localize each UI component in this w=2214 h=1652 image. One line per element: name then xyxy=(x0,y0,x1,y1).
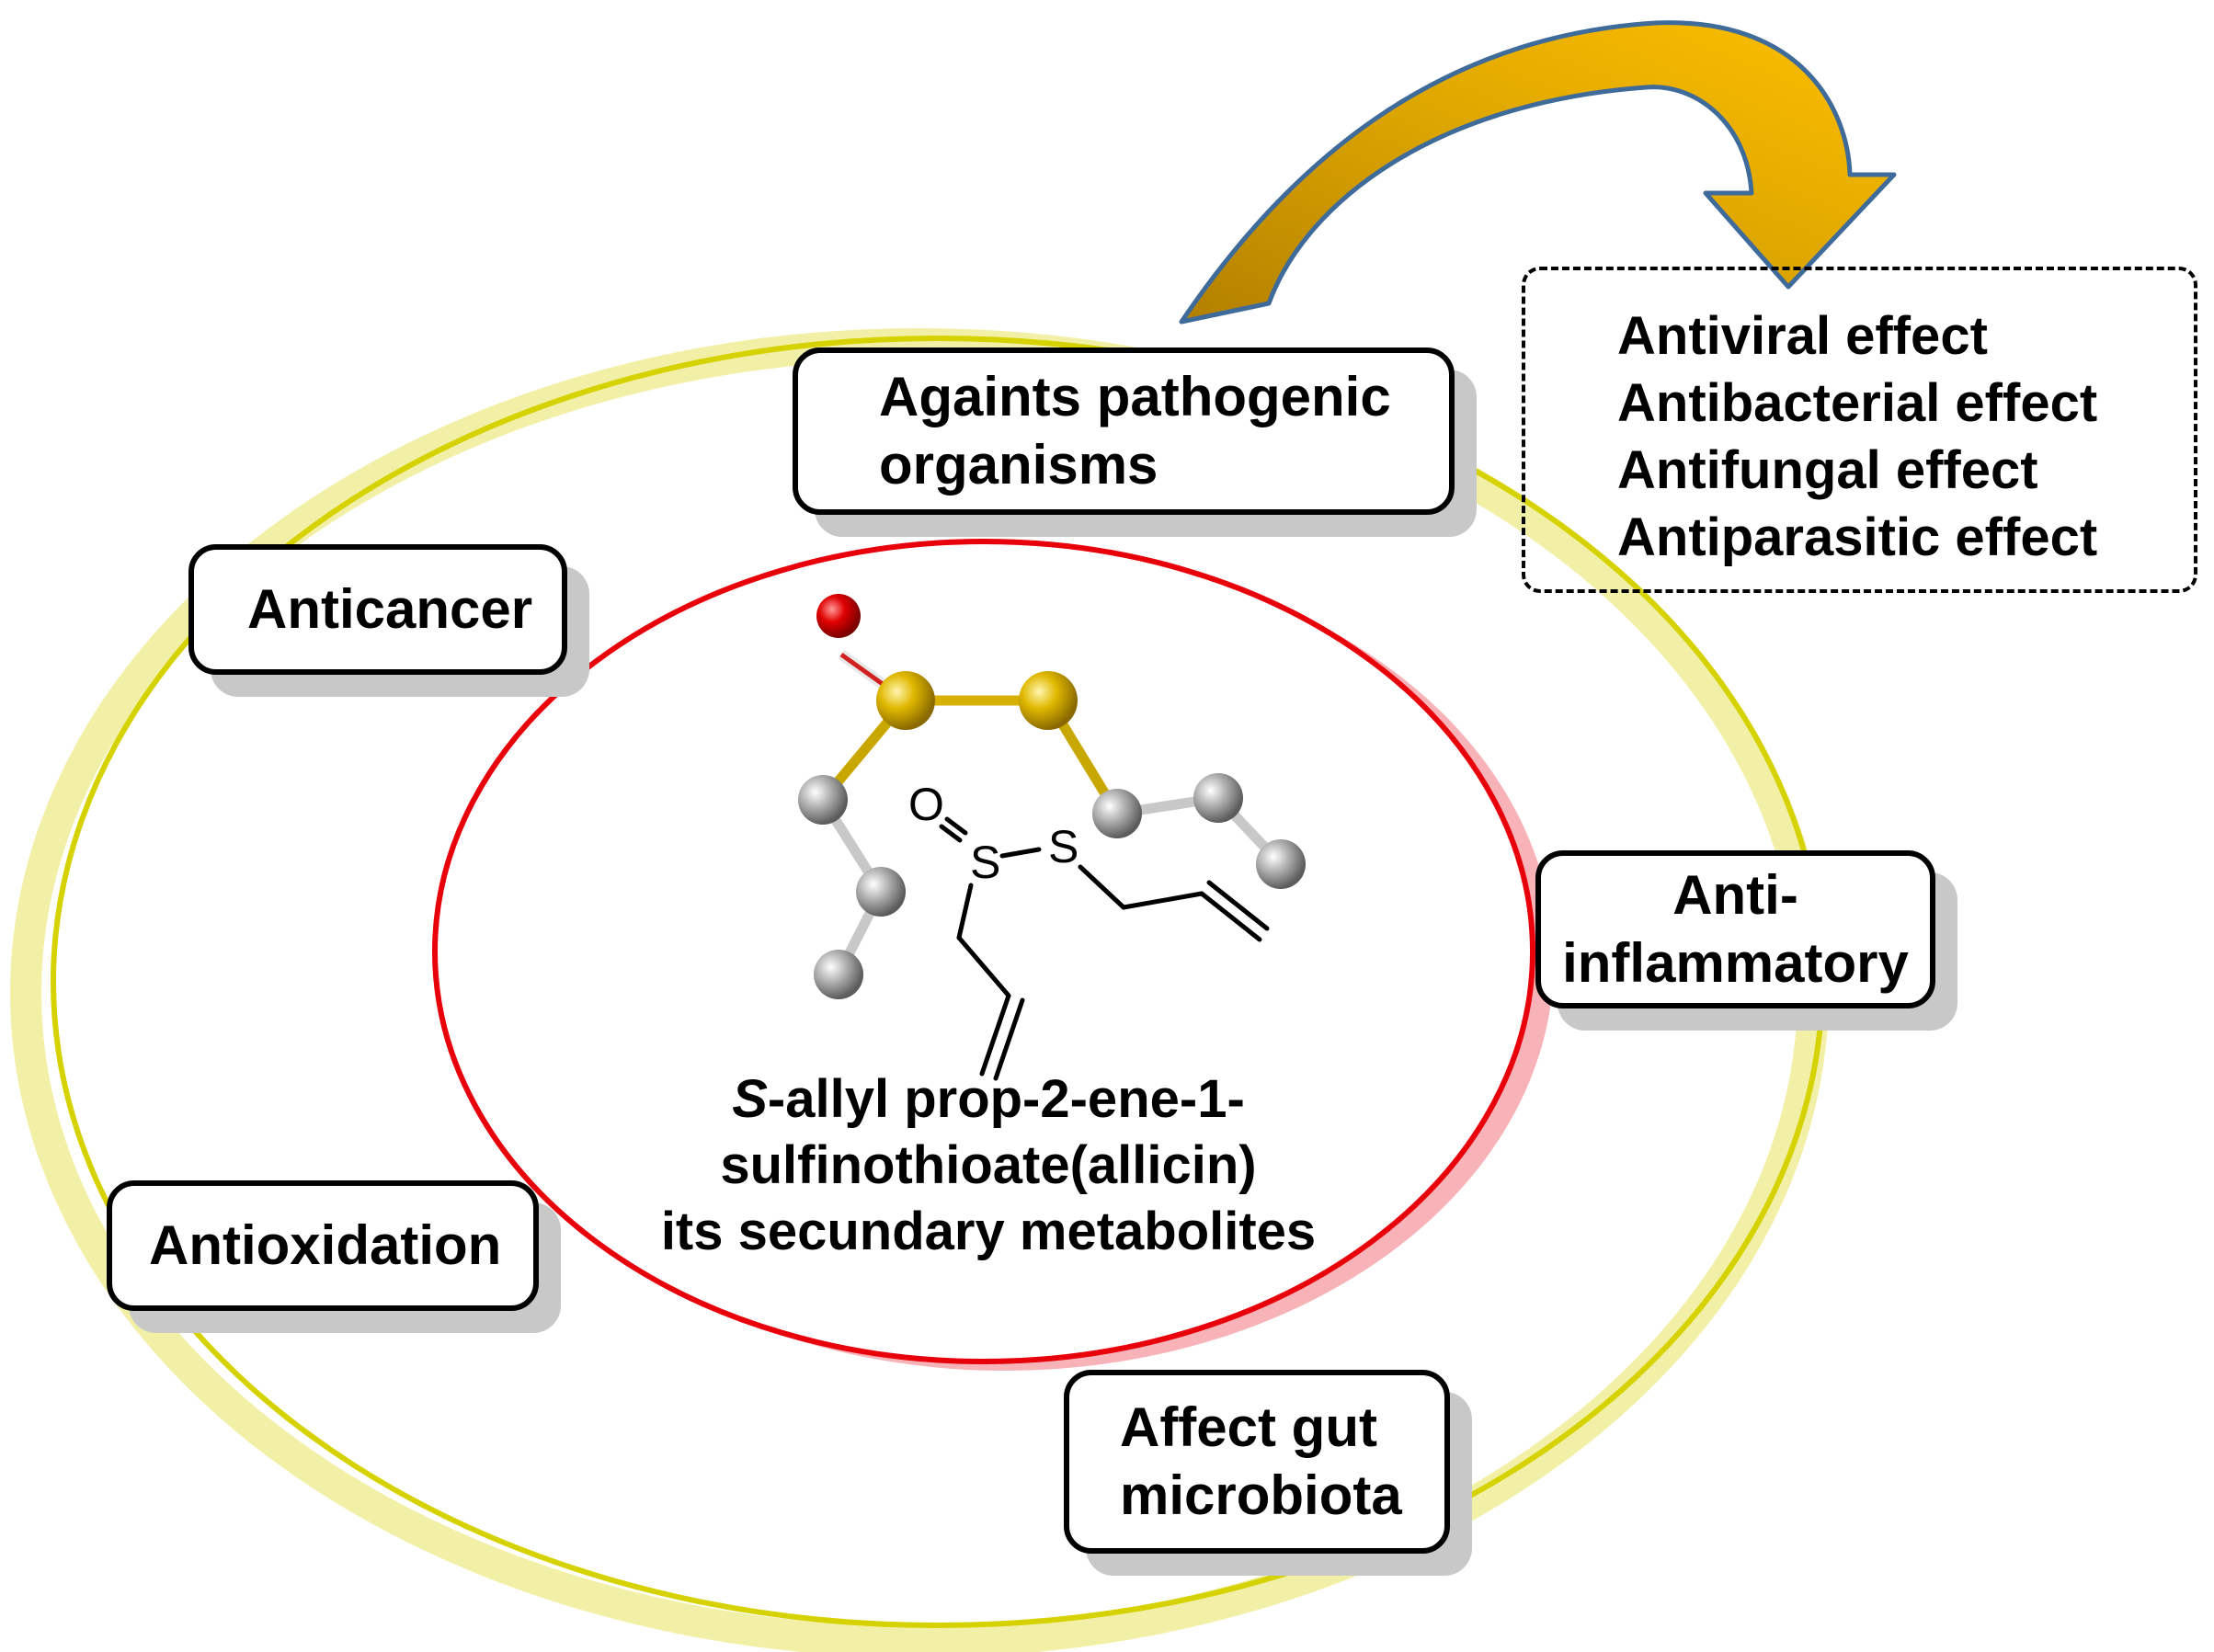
anti-inflammatory-label: Anti- xyxy=(1672,864,1798,926)
antibacterial-effect: Antibacterial effect xyxy=(1617,373,2098,433)
compound-name-line: sulfinothioate(allicin) xyxy=(720,1135,1257,1195)
sulfur-symbol: S xyxy=(1048,821,1078,872)
anticancer-label: Anticancer xyxy=(247,578,533,640)
gut-microbiota-box: Affect gut microbiota xyxy=(1064,1370,1450,1554)
carbon-atom xyxy=(1193,773,1243,823)
carbon-atom xyxy=(798,775,848,825)
antifungal-effect: Antifungal effect xyxy=(1617,440,2038,500)
carbon-atom xyxy=(1256,839,1306,889)
oxygen-atom xyxy=(816,594,861,638)
sulfur-atom xyxy=(876,671,935,730)
carbon-atom xyxy=(856,867,906,917)
antiparasitic-effect: Antiparasitic effect xyxy=(1617,507,2098,567)
curved-arrow xyxy=(1179,20,1897,325)
oxygen-symbol: O xyxy=(908,779,944,830)
carbon-atom xyxy=(1092,789,1142,838)
sulfur-symbol: S xyxy=(970,837,1000,888)
skeletal-formula xyxy=(939,816,1270,1081)
ball-and-stick-model xyxy=(798,594,1306,999)
antiviral-effect: Antiviral effect xyxy=(1617,306,1988,366)
antioxidation-label: Antioxidation xyxy=(149,1214,502,1276)
gut-microbiota-label: microbiota xyxy=(1120,1464,1402,1526)
sulfur-atom xyxy=(1019,671,1078,730)
compound-name-line: its secundary metabolites xyxy=(660,1202,1317,1261)
antioxidation-box: Antioxidation xyxy=(107,1180,539,1311)
inner-ellipse xyxy=(432,539,1535,1364)
pathogens-box: Againts pathogenic organisms xyxy=(793,347,1455,515)
compound-name: S-allyl prop-2-ene-1- sulfinothioate(all… xyxy=(588,1066,1388,1265)
gut-microbiota-label: Affect gut xyxy=(1120,1396,1377,1458)
pathogens-label: organisms xyxy=(879,434,1158,496)
pathogen-effects-box: Antiviral effect Antibacterial effect An… xyxy=(1522,267,2197,593)
anticancer-box: Anticancer xyxy=(188,544,567,675)
anti-inflammatory-label: inflammatory xyxy=(1562,932,1909,994)
compound-name-line: S-allyl prop-2-ene-1- xyxy=(732,1069,1245,1129)
pathogens-label: Againts pathogenic xyxy=(879,366,1391,427)
carbon-atom xyxy=(814,950,863,999)
anti-inflammatory-box: Anti- inflammatory xyxy=(1535,850,1935,1008)
